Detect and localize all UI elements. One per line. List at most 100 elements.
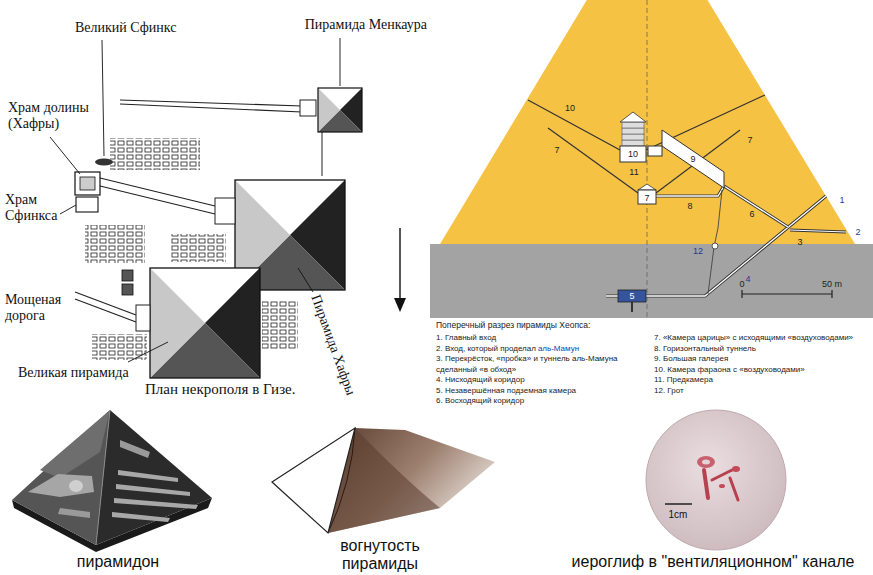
grand-gallery	[662, 130, 724, 188]
temple-rect	[136, 305, 150, 331]
pyramid-face	[150, 268, 205, 378]
legend-row: 9. Большая галерея	[654, 354, 870, 365]
legend-item: 2. Вход, который проделал	[436, 344, 536, 353]
sun-disk	[69, 480, 83, 492]
legend-row: 5. Незавершённая подземная камера	[436, 386, 650, 397]
subterranean-chamber	[618, 290, 646, 302]
relieving-chamber	[622, 128, 644, 134]
scale-tick	[831, 290, 832, 298]
antechamber	[648, 146, 662, 156]
lit-face	[272, 428, 355, 533]
descending-corridor	[606, 196, 826, 296]
map-label: Великий Сфинкс	[75, 20, 176, 36]
legend-row: 4. Нисходящий коридор	[436, 375, 650, 386]
well-shaft	[708, 190, 722, 294]
callout-number: 5	[629, 291, 634, 301]
legend-row: 8. Горизонтальный туннель	[654, 344, 870, 355]
ascending-corridor	[724, 186, 788, 227]
legend-item: 10. Камера фараона с «воздуховодами»	[654, 365, 805, 374]
tomb-field	[262, 300, 298, 350]
pyramid-outline	[150, 268, 260, 378]
scale-tick	[741, 290, 742, 298]
legend-item: 8. Горизонтальный туннель	[654, 344, 756, 353]
map-label: Великая пирамида	[18, 365, 129, 381]
scale-bar	[742, 293, 832, 294]
leader-line	[298, 268, 313, 292]
image-caption: пирамидон	[77, 553, 159, 571]
legend-row: 7. «Камера царицы» с исходящими «воздухо…	[654, 333, 870, 344]
queen-chamber	[638, 190, 656, 204]
tomb-field	[110, 138, 200, 170]
corridor-edge	[724, 186, 788, 227]
red-mark	[719, 484, 725, 488]
temple-rect	[300, 100, 316, 116]
pyramid-face	[318, 88, 340, 132]
callout-number: 7	[644, 193, 649, 203]
pyramidion-face	[96, 410, 212, 545]
relieving-chamber	[622, 134, 644, 140]
callout-number: 8	[687, 201, 692, 211]
legend-item: 11. Предкамера	[654, 375, 713, 384]
pyramidion-photo	[12, 410, 212, 552]
corridor-edge	[656, 186, 724, 196]
pyramidion-highlight	[40, 410, 110, 478]
red-mark	[732, 466, 740, 472]
map-caption: План некрополя в Гизе.	[145, 381, 295, 398]
leader-line	[60, 205, 76, 214]
legend-item: 7. «Камера царицы» с исходящими «воздухо…	[654, 333, 853, 342]
legend-item: 6. Восходящий коридор	[436, 396, 524, 405]
legend-item: 5. Незавершённая подземная камера	[436, 386, 576, 395]
callout-number: 12	[693, 246, 703, 256]
gable-roof	[638, 184, 656, 190]
hieroglyph-photo	[646, 410, 786, 550]
pyramidion-face	[12, 410, 110, 545]
map-label: Пирамида Менкаура	[305, 17, 427, 33]
scale-bar	[665, 503, 692, 505]
legend-item: 4. Нисходящий коридор	[436, 375, 525, 384]
queen-pyramid	[122, 284, 133, 295]
mamun-tunnel	[790, 230, 846, 232]
carving	[120, 440, 150, 458]
grotto	[712, 243, 718, 249]
leader-line	[340, 38, 341, 86]
map-label: Мощеная дорога	[5, 292, 73, 324]
carving	[116, 484, 190, 496]
callout-number: 9	[690, 154, 695, 164]
causeway-line	[75, 299, 136, 322]
pyramid-outline	[318, 88, 362, 132]
valley-temple	[75, 172, 100, 195]
callout-number: 4	[745, 274, 750, 284]
legend-row: 6. Восходящий коридор	[436, 396, 650, 407]
sphinx-temple	[76, 197, 98, 212]
axis-line	[647, 0, 648, 318]
valley-temple-inner	[80, 177, 95, 190]
callout-number: 7	[747, 135, 752, 145]
callout-number: 7	[554, 145, 559, 155]
callout-number: 6	[749, 209, 754, 219]
legend-column: 1. Главный вход2. Вход, который проделал…	[436, 333, 650, 407]
callout-number: 11	[629, 167, 638, 177]
winged-disk	[28, 474, 94, 497]
legend-row: 12. Грот	[654, 386, 870, 397]
legend-item: 12. Грот	[654, 386, 684, 395]
pyramid-body	[440, 0, 855, 244]
pyramidion-ridge	[96, 410, 110, 545]
red-mark-hole	[702, 460, 710, 465]
temple-rect	[215, 198, 235, 224]
callout-number: 2	[855, 227, 860, 237]
scale-label: 0	[739, 279, 744, 289]
mamun-tunnel-inner	[790, 230, 846, 232]
king-chamber	[620, 146, 646, 162]
tomb-field	[170, 234, 226, 262]
pyramid-section	[430, 0, 873, 318]
tomb-field	[85, 225, 145, 263]
red-mark	[697, 456, 715, 468]
legend-row: 11. Предкамера	[654, 375, 870, 386]
map-label: Храм долины (Хафры)	[8, 100, 100, 132]
red-mark	[730, 478, 738, 500]
legend-heading: Поперечный разрез пирамиды Хеопса:	[436, 320, 590, 330]
air-shaft	[528, 100, 620, 150]
north-arrow-head	[394, 298, 406, 312]
queen-pyramid	[122, 270, 133, 281]
